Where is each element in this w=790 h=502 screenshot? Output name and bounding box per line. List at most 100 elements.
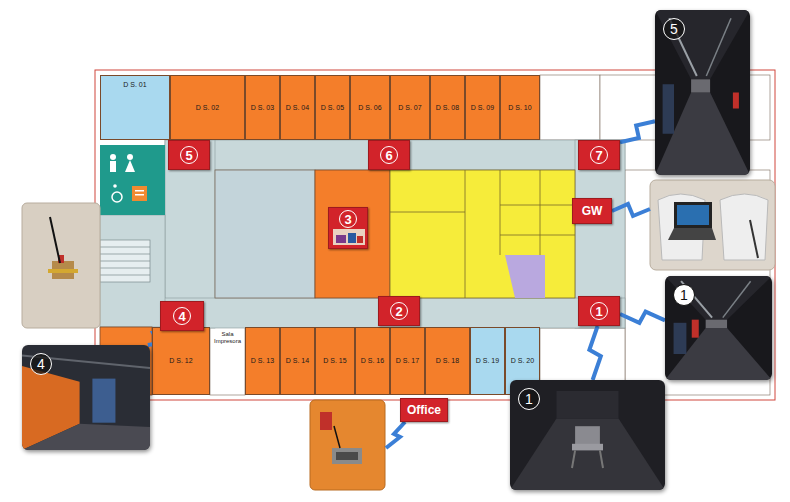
yellow-rooms xyxy=(540,170,541,255)
stairs xyxy=(100,240,150,282)
room-box: D S. 17 xyxy=(390,327,425,395)
office-photo xyxy=(334,426,340,448)
photo-image xyxy=(92,379,115,423)
room-box: D S. 06 xyxy=(350,75,390,140)
yellow-rooms xyxy=(390,170,575,298)
restroom-icon xyxy=(135,190,144,192)
room-box: D S. 10 xyxy=(500,75,540,140)
link-bolt xyxy=(612,204,650,216)
room-label: D S. 03 xyxy=(251,104,274,112)
photo-image xyxy=(706,320,727,328)
room-label: D S. 18 xyxy=(436,357,459,365)
corridor xyxy=(165,140,625,170)
yellow-rooms xyxy=(390,212,465,213)
restroom-icon xyxy=(113,184,117,188)
restroom-icon xyxy=(125,160,135,172)
radio-link xyxy=(620,121,655,142)
stairs xyxy=(100,268,150,269)
room-label: D S. 10 xyxy=(508,104,531,112)
restroom xyxy=(100,145,165,215)
yellow-rooms xyxy=(390,170,575,298)
photo-image xyxy=(663,84,674,134)
office-photo xyxy=(320,412,332,430)
room-box: D S. 01 xyxy=(100,75,170,140)
laptop-photo xyxy=(650,180,775,270)
restroom-icon xyxy=(110,154,116,160)
laptop-photo xyxy=(720,194,768,260)
callout-box: 3 xyxy=(328,207,368,249)
restroom xyxy=(100,145,165,215)
room-box: D S. 19 xyxy=(470,327,505,395)
photo-box: 5 xyxy=(655,10,750,175)
photo-image xyxy=(665,276,772,320)
room-box: D S. 16 xyxy=(355,327,390,395)
room-label: D S. 14 xyxy=(286,357,309,365)
callout-number: 7 xyxy=(590,146,608,164)
photo-image xyxy=(510,419,665,491)
corridor xyxy=(575,140,625,328)
callout-box: Office xyxy=(400,398,448,422)
restroom-icon xyxy=(112,192,122,202)
restroom-icon xyxy=(127,154,133,160)
room-label: D S. 17 xyxy=(396,357,419,365)
room-box: D S. 15 xyxy=(315,327,355,395)
stairs xyxy=(100,275,150,276)
orange-room xyxy=(315,170,390,298)
photo-image xyxy=(692,320,699,338)
callout-number: 3 xyxy=(339,210,357,228)
office-photo xyxy=(310,400,385,490)
photo-box: 1 xyxy=(510,380,665,490)
stairs xyxy=(100,247,150,248)
sensor-photo xyxy=(22,203,100,328)
stairs xyxy=(100,261,150,262)
room-box: D S. 18 xyxy=(425,327,470,395)
callout-box: 1 xyxy=(578,296,620,326)
purple-area xyxy=(505,255,545,298)
stairs xyxy=(100,240,150,282)
callout-box: 4 xyxy=(160,301,204,331)
plan-frame xyxy=(95,70,775,400)
restroom-icon xyxy=(132,186,147,201)
callout-number: 2 xyxy=(390,302,408,320)
callout-number: 4 xyxy=(173,307,191,325)
photo-image xyxy=(674,323,687,354)
room-label: D S. 04 xyxy=(286,104,309,112)
room-box: D S. 02 xyxy=(170,75,245,140)
sensor-photo xyxy=(50,217,60,263)
callout-box: 6 xyxy=(368,140,410,170)
room-box: D S. 14 xyxy=(280,327,315,395)
callout-number: 1 xyxy=(518,388,540,410)
callout-number: 6 xyxy=(380,146,398,164)
radio-link xyxy=(589,326,600,380)
room-box: D S. 05 xyxy=(315,75,350,140)
room-label: D S. 08 xyxy=(436,104,459,112)
room-label: D S. 19 xyxy=(476,357,499,365)
room-label: D S. 16 xyxy=(361,357,384,365)
callout-box: 2 xyxy=(378,296,420,326)
callout-box: GW xyxy=(572,198,612,224)
laptop-photo xyxy=(677,205,709,225)
laptop-photo xyxy=(650,180,775,270)
callout-box: 5 xyxy=(168,140,210,170)
photo-image xyxy=(665,276,772,380)
office-photo xyxy=(336,452,358,460)
callout-number: Office xyxy=(407,403,441,417)
sensor-photo xyxy=(22,203,100,328)
hall-block xyxy=(215,170,315,298)
photo-image xyxy=(572,450,575,468)
photo-box: 4 xyxy=(22,345,150,450)
photo-image xyxy=(723,281,751,317)
corridor xyxy=(100,140,625,328)
callout-number: 1 xyxy=(590,302,608,320)
photo-image xyxy=(706,18,731,76)
callout-number: 4 xyxy=(30,353,52,375)
yellow-rooms xyxy=(465,170,466,298)
callout-number: 1 xyxy=(673,284,695,306)
photo-image xyxy=(336,235,346,243)
photo-image xyxy=(22,424,150,450)
sensor-photo xyxy=(48,269,78,273)
photo-image xyxy=(655,10,750,175)
room-box: D S. 09 xyxy=(465,75,500,140)
room-box: D S. 03 xyxy=(245,75,280,140)
